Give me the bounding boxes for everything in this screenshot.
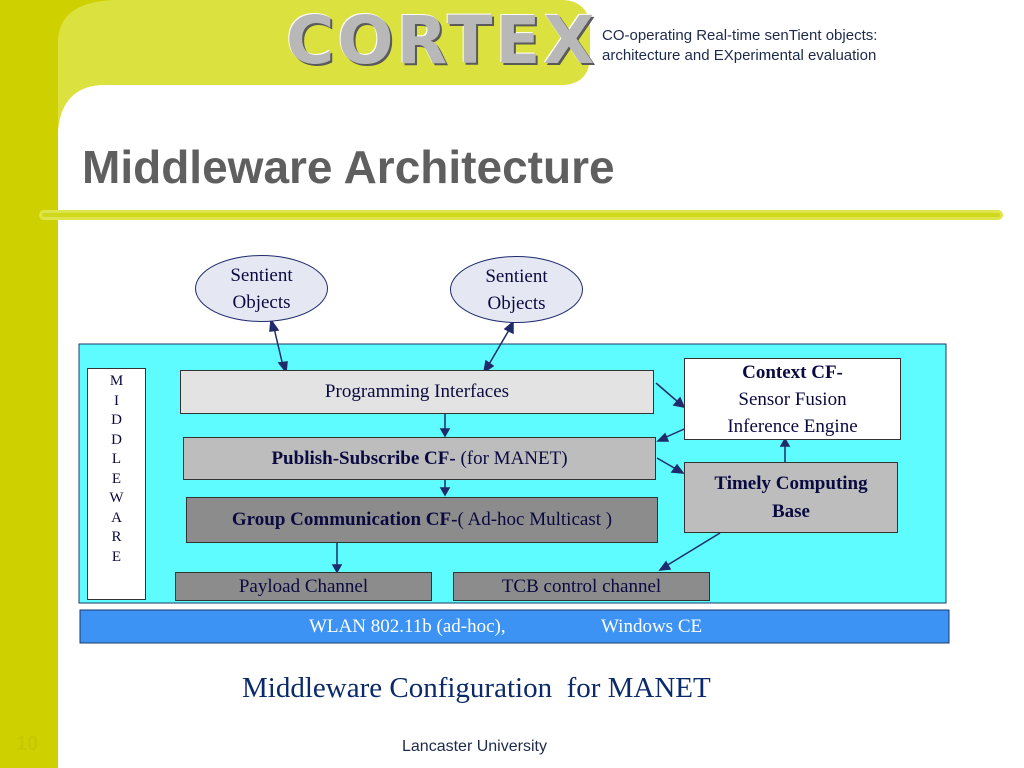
group-communication-box: Group Communication CF-( Ad-hoc Multicas…	[186, 497, 658, 543]
tcb-control-channel-box: TCB control channel	[453, 572, 710, 601]
publish-subscribe-detail: (for MANET)	[455, 447, 568, 469]
project-subtitle: CO-operating Real-time senTient objects:…	[602, 26, 932, 66]
wlan-bar	[79, 609, 950, 644]
footer-university: Lancaster University	[402, 738, 547, 755]
middleware-letter: R	[111, 529, 122, 545]
group-communication-label: Group Communication CF-	[231, 509, 458, 530]
middleware-letter: D	[111, 412, 122, 428]
sentient-objects-ellipse-1: Sentient Objects	[195, 255, 328, 322]
slide-title: Middleware Architecture	[82, 141, 615, 193]
windows-ce-label: Windows CE	[601, 615, 703, 637]
sentient-objects-ellipse-2: Sentient Objects	[450, 256, 583, 323]
publish-subscribe-label: Publish-Subscribe CF-	[271, 447, 456, 469]
middleware-letter: M	[109, 373, 124, 389]
payload-channel-box: Payload Channel	[175, 572, 432, 601]
timely-computing-line-2: Base	[771, 500, 810, 522]
context-cf-box: Context CF- Sensor Fusion Inference Engi…	[684, 358, 901, 440]
context-cf-label: Context CF-	[742, 361, 843, 383]
group-communication-detail: ( Ad-hoc Multicast )	[457, 509, 613, 530]
timely-computing-line-1: Timely Computing	[714, 472, 868, 494]
middleware-letter: I	[114, 392, 119, 409]
payload-channel-label: Payload Channel	[238, 575, 369, 597]
subtitle-line-2: architecture and EXperimental evaluation	[602, 47, 877, 64]
programming-interfaces-box: Programming Interfaces	[180, 370, 654, 414]
programming-interfaces-label: Programming Interfaces	[324, 381, 510, 402]
sentient-objects-1-line-1: Sentient	[230, 264, 293, 286]
diagram-caption: Middleware Configuration for MANET	[242, 672, 711, 704]
middleware-letter: D	[111, 431, 122, 448]
subtitle-line-1: CO-operating Real-time senTient objects:	[602, 27, 878, 44]
sentient-objects-2-line-1: Sentient	[485, 265, 548, 287]
middleware-letter: E	[111, 470, 122, 487]
publish-subscribe-box: Publish-Subscribe CF- (for MANET)	[183, 437, 656, 480]
middleware-letter: L	[111, 451, 122, 467]
wlan-text: WLAN 802.11b (ad-hoc), Windows CE	[80, 610, 949, 643]
cortex-logo: CORTEX	[286, 2, 598, 79]
timely-computing-base-box: Timely Computing Base	[684, 462, 898, 533]
wlan-label: WLAN 802.11b (ad-hoc),	[309, 615, 506, 637]
context-cf-line-2: Sensor Fusion	[738, 388, 847, 410]
sentient-objects-1-line-2: Objects	[232, 291, 291, 313]
tcb-control-channel-label: TCB control channel	[501, 575, 662, 597]
sentient-objects-2-line-2: Objects	[487, 292, 546, 314]
middleware-letter: W	[109, 490, 124, 506]
middleware-letter: E	[111, 548, 122, 565]
page-number: 10	[16, 733, 39, 755]
context-cf-line-3: Inference Engine	[727, 415, 858, 437]
middleware-vertical-label: M I D D L E W A R E	[87, 368, 146, 600]
middleware-letter: A	[111, 509, 122, 526]
